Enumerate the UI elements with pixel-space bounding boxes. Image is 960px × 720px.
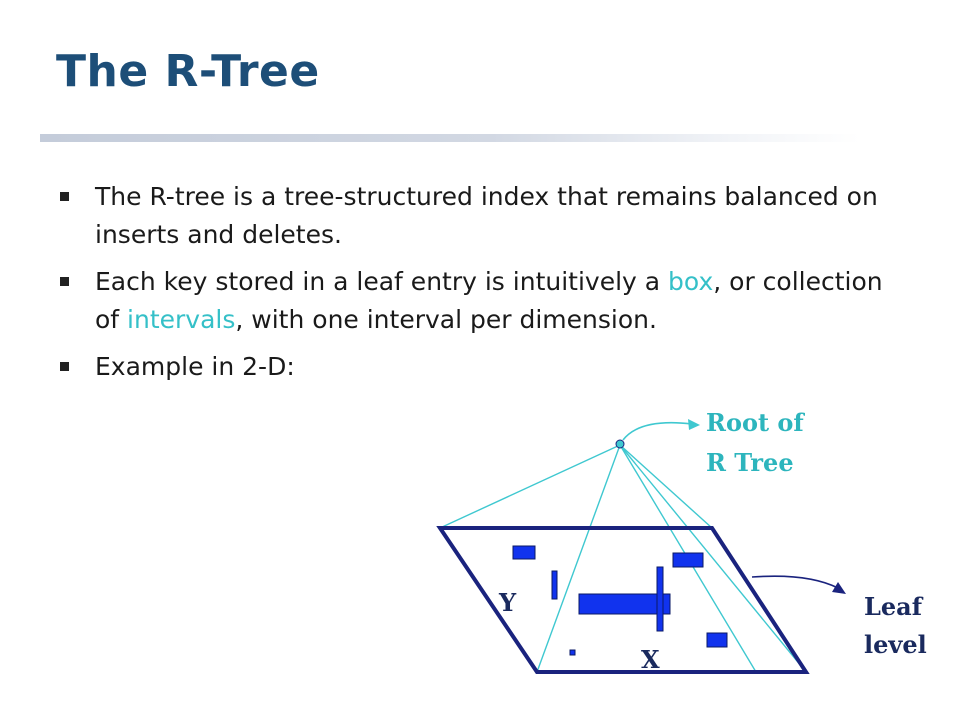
bullet-item: Example in 2-D: xyxy=(58,348,908,386)
leaf-plane xyxy=(436,526,810,674)
data-box xyxy=(706,632,728,648)
bullet-text: The R-tree is a tree-structured index th… xyxy=(95,182,878,249)
bullet-text-part: , or collection of xyxy=(95,267,883,334)
bullet-text-part: , with one interval per dimension. xyxy=(235,305,657,334)
root-connector-lines xyxy=(439,444,807,673)
title-divider xyxy=(40,134,860,142)
connector-line xyxy=(619,444,713,529)
highlighted-term-intervals: intervals xyxy=(127,305,236,334)
leaf-arrowhead-icon xyxy=(832,582,846,594)
bullet-item: The R-tree is a tree-structured index th… xyxy=(58,178,908,254)
axis-label-y: Y xyxy=(498,588,517,617)
square-bullet-icon xyxy=(60,362,69,371)
connector-line xyxy=(439,444,621,529)
bullet-text-part: The R-tree is a tree-structured index th… xyxy=(95,182,878,249)
leaf-label-line1: Leaf xyxy=(864,592,924,621)
data-box xyxy=(672,552,704,568)
root-label-line2: R Tree xyxy=(706,448,794,477)
bullet-text-part: Each key stored in a leaf entry is intui… xyxy=(95,267,669,296)
root-node xyxy=(615,439,625,449)
root-arrow xyxy=(622,421,693,441)
slide-title: The R-Tree xyxy=(56,46,320,97)
connector-line xyxy=(619,444,807,673)
root-arrowhead-icon xyxy=(688,419,700,430)
bullet-text: Example in 2-D: xyxy=(95,352,295,381)
square-bullet-icon xyxy=(60,277,69,286)
data-box xyxy=(578,593,671,615)
data-box xyxy=(569,649,576,656)
root-label-line1: Root of xyxy=(706,408,805,437)
leaf-label-line2: level xyxy=(864,630,927,659)
data-boxes xyxy=(512,545,728,656)
bullet-list: The R-tree is a tree-structured index th… xyxy=(58,178,908,395)
connector-line xyxy=(536,444,621,673)
data-box xyxy=(512,545,536,560)
highlighted-term-box: box xyxy=(668,267,714,296)
data-box xyxy=(656,566,664,632)
axis-label-x: X xyxy=(641,645,660,674)
square-bullet-icon xyxy=(60,192,69,201)
bullet-text: Each key stored in a leaf entry is intui… xyxy=(95,267,883,334)
data-box xyxy=(551,570,558,600)
bullet-item: Each key stored in a leaf entry is intui… xyxy=(58,263,908,339)
leaf-arrow xyxy=(751,575,839,589)
bullet-text-part: Example in 2-D: xyxy=(95,352,295,381)
